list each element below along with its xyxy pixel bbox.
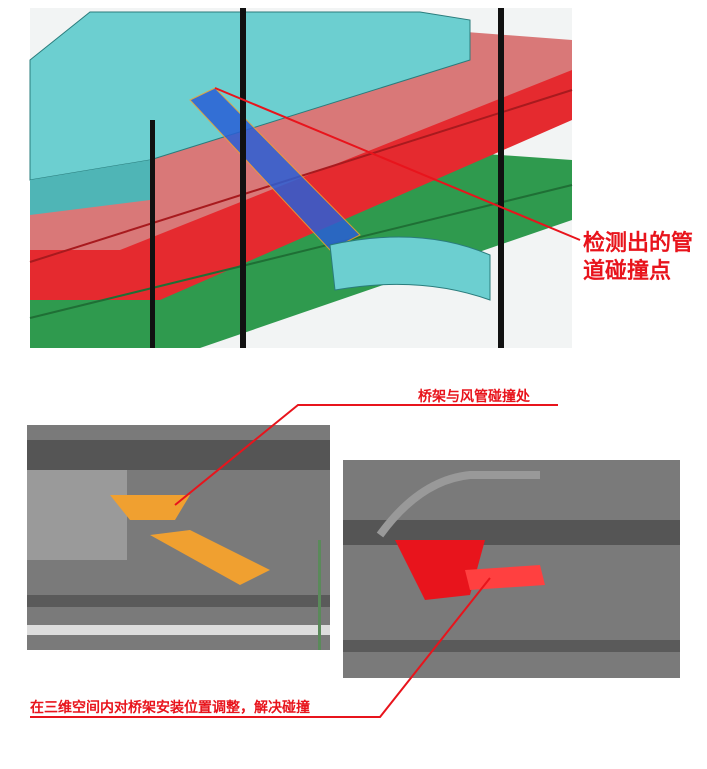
top-render-clash-detection: [29, 8, 581, 348]
bottom-left-render-before: [27, 425, 330, 650]
pipe: [27, 595, 330, 607]
orange-clash-tray: [110, 495, 190, 520]
green-pipe-tray: [30, 150, 572, 348]
pink-pipe-tray: [30, 30, 572, 250]
clash-point-annotation: 检测出的管道碰撞点: [583, 231, 694, 284]
pipe: [343, 640, 680, 652]
duct-elbow: [329, 236, 491, 301]
support-hanger: [498, 8, 504, 348]
leader-line: [214, 87, 581, 241]
blue-clash-duct: [189, 87, 361, 251]
leader-line: [174, 404, 558, 506]
gray-duct: [27, 470, 127, 560]
support-hanger: [240, 8, 246, 348]
tray-duct-clash-annotation: 桥架与风管碰撞处: [418, 389, 530, 405]
bottom-right-render-after: [343, 460, 680, 678]
red-adjusted-duct: [395, 540, 485, 600]
leader-line: [30, 577, 491, 718]
adjustment-annotation: 在三维空间内对桥架安装位置调整，解决碰撞: [30, 700, 310, 716]
support-hanger: [150, 120, 155, 348]
